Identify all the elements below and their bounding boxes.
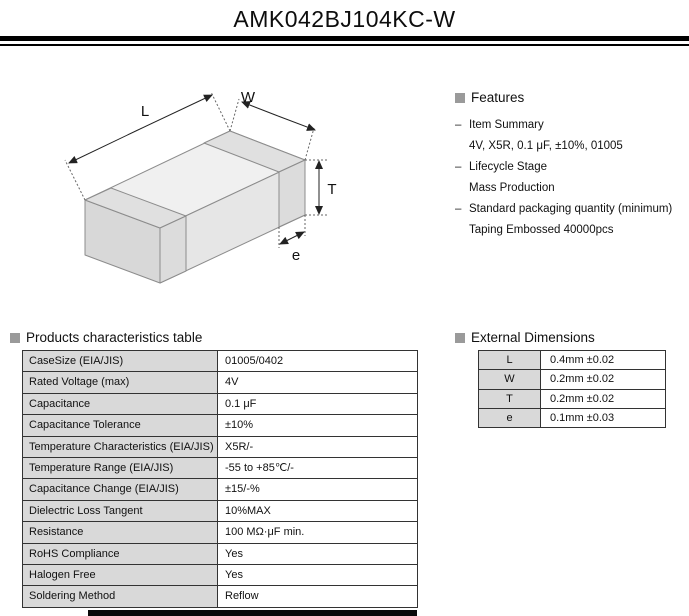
feature-item: – Item Summary 4V, X5R, 0.1 μF, ±10%, 01…	[455, 115, 680, 157]
row-value: -55 to +85℃/-	[218, 457, 418, 480]
title-rule-thin	[0, 44, 689, 46]
dim-label-w: W	[241, 89, 256, 106]
table-row: Capacitance Change (EIA/JIS) ±15/-%	[23, 479, 418, 501]
table-row: Resistance 100 MΩ·μF min.	[23, 522, 418, 544]
dash-bullet-icon: –	[455, 203, 462, 215]
page-bottom-cutoff-bar	[88, 610, 417, 616]
row-label: Capacitance Tolerance	[23, 415, 218, 437]
characteristics-heading: Products characteristics table	[10, 330, 202, 345]
chip-dimension-diagram: L W T e	[64, 89, 337, 284]
row-value: Yes	[218, 564, 418, 587]
row-label: Dielectric Loss Tangent	[23, 500, 218, 523]
feature-detail: 4V, X5R, 0.1 μF, ±10%, 01005	[469, 140, 623, 152]
row-value: 0.1mm ±0.03	[541, 408, 666, 429]
row-value: ±15/-%	[218, 479, 418, 501]
table-row: Soldering Method Reflow	[23, 586, 418, 608]
page-title: AMK042BJ104KC-W	[233, 6, 456, 32]
row-value: ±10%	[218, 415, 418, 437]
dim-label-e: e	[292, 247, 300, 264]
row-label: T	[479, 389, 541, 409]
row-label: L	[479, 351, 541, 371]
table-row: T 0.2mm ±0.02	[479, 389, 666, 409]
row-label: Capacitance	[23, 393, 218, 416]
table-row: CaseSize (EIA/JIS) 01005/0402	[23, 351, 418, 373]
characteristics-table: CaseSize (EIA/JIS) 01005/0402 Rated Volt…	[22, 350, 418, 608]
row-label: e	[479, 408, 541, 429]
table-row: Capacitance Tolerance ±10%	[23, 415, 418, 437]
dimension-labels: L W T e	[141, 89, 337, 264]
features-section: Features – Item Summary 4V, X5R, 0.1 μF,…	[455, 90, 680, 241]
row-label: Temperature Characteristics (EIA/JIS)	[23, 436, 218, 458]
table-row: Temperature Characteristics (EIA/JIS) X5…	[23, 436, 418, 458]
external-dimensions-heading-label: External Dimensions	[471, 330, 595, 345]
feature-detail: Taping Embossed 40000pcs	[469, 224, 614, 236]
dimension-arrows	[68, 94, 323, 245]
row-label: Temperature Range (EIA/JIS)	[23, 457, 218, 480]
feature-detail: Mass Production	[469, 182, 555, 194]
row-value: 10%MAX	[218, 500, 418, 523]
feature-label: Lifecycle Stage	[469, 161, 547, 173]
row-value: 0.1 μF	[218, 393, 418, 416]
row-value: 0.2mm ±0.02	[541, 389, 666, 409]
row-value: 0.2mm ±0.02	[541, 370, 666, 390]
table-row: Rated Voltage (max) 4V	[23, 372, 418, 394]
table-row: L 0.4mm ±0.02	[479, 351, 666, 371]
table-row: e 0.1mm ±0.03	[479, 408, 666, 429]
dim-label-t: T	[327, 181, 336, 198]
table-row: RoHS Compliance Yes	[23, 543, 418, 565]
table-row: Dielectric Loss Tangent 10%MAX	[23, 500, 418, 523]
row-label: W	[479, 370, 541, 390]
table-row: Halogen Free Yes	[23, 564, 418, 587]
row-label: RoHS Compliance	[23, 543, 218, 565]
row-value: Reflow	[218, 586, 418, 608]
row-label: Soldering Method	[23, 586, 218, 608]
dimension-extension-lines	[64, 91, 327, 248]
row-label: CaseSize (EIA/JIS)	[23, 351, 218, 373]
row-label: Halogen Free	[23, 564, 218, 587]
external-dimensions-table: L 0.4mm ±0.02 W 0.2mm ±0.02 T 0.2mm ±0.0…	[478, 350, 666, 429]
dash-bullet-icon: –	[455, 119, 462, 131]
section-bullet-icon	[455, 332, 465, 343]
section-bullet-icon	[455, 92, 465, 103]
row-value: 01005/0402	[218, 351, 418, 373]
feature-item: – Standard packaging quantity (minimum) …	[455, 199, 680, 241]
dim-label-l: L	[141, 103, 149, 120]
row-value: 4V	[218, 372, 418, 394]
row-label: Capacitance Change (EIA/JIS)	[23, 479, 218, 501]
section-bullet-icon	[10, 332, 20, 343]
row-label: Resistance	[23, 522, 218, 544]
features-heading-label: Features	[471, 90, 525, 105]
features-heading: Features	[455, 90, 680, 105]
row-value: 100 MΩ·μF min.	[218, 522, 418, 544]
table-row: Temperature Range (EIA/JIS) -55 to +85℃/…	[23, 457, 418, 480]
dash-bullet-icon: –	[455, 161, 462, 173]
row-value: Yes	[218, 543, 418, 565]
row-value: 0.4mm ±0.02	[541, 351, 666, 371]
feature-label: Item Summary	[469, 119, 544, 131]
characteristics-heading-label: Products characteristics table	[26, 330, 203, 345]
table-row: W 0.2mm ±0.02	[479, 370, 666, 390]
external-dimensions-heading: External Dimensions	[455, 330, 595, 345]
row-value: X5R/-	[218, 436, 418, 458]
feature-item: – Lifecycle Stage Mass Production	[455, 157, 680, 199]
title-rule-thick	[0, 36, 689, 41]
chip-body	[84, 130, 306, 284]
row-label: Rated Voltage (max)	[23, 372, 218, 394]
feature-label: Standard packaging quantity (minimum)	[469, 203, 673, 215]
table-row: Capacitance 0.1 μF	[23, 393, 418, 416]
